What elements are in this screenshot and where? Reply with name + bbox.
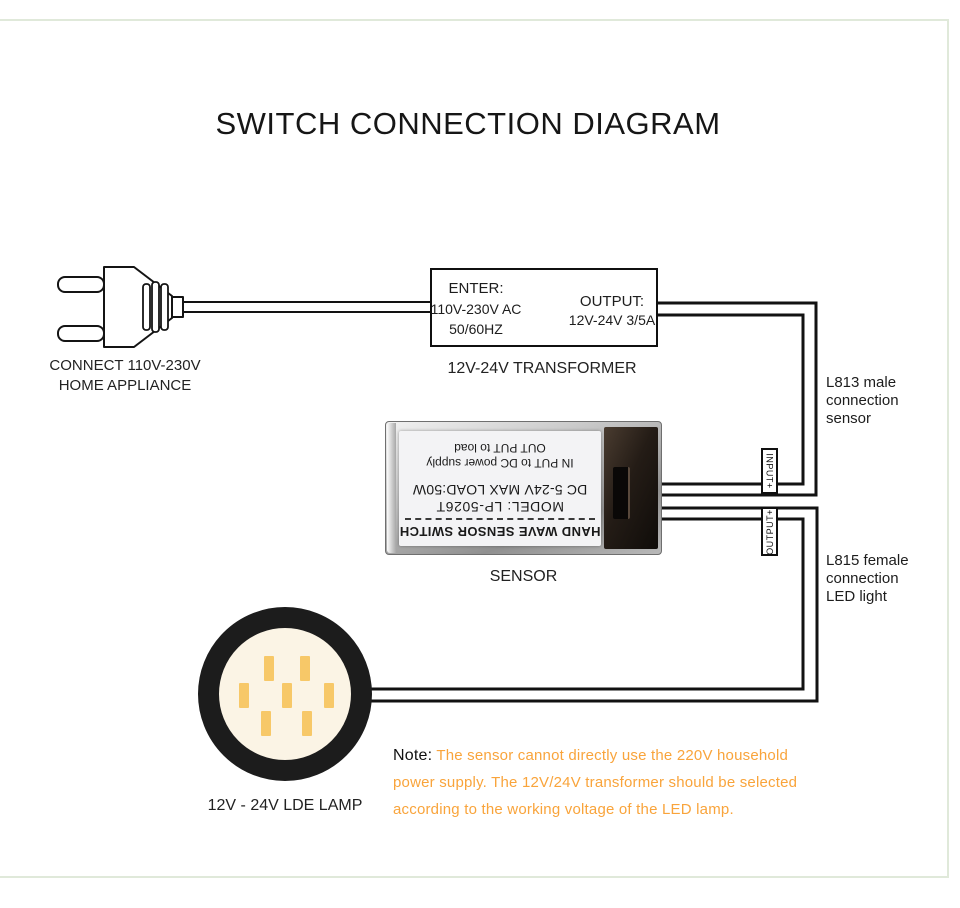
plug-caption: CONNECT 110V-230V HOME APPLIANCE	[40, 356, 210, 396]
transformer-enter-block: ENTER: 110V-230V AC 50/60HZ	[428, 279, 524, 339]
plug-grip-slot	[142, 283, 151, 331]
note-line2-text: power supply. The 12V/24V transformer sh…	[393, 774, 798, 791]
transformer-output-rating: 12V-24V 3/5A	[568, 312, 656, 328]
note-line1-text: The sensor cannot directly use the 220V …	[436, 747, 789, 764]
sensor-label-divider	[405, 518, 595, 520]
led-chip	[324, 683, 334, 708]
sensor-device: HAND WAVE SENSOR SWITCH MODEL: LP-5026T …	[385, 421, 662, 555]
transformer-enter-voltage: 110V-230V AC	[430, 301, 522, 317]
plug-prong-bottom	[57, 325, 105, 342]
note-prefix: Note:	[393, 747, 433, 764]
power-plug-icon	[57, 266, 184, 348]
output-plus-tag: OUTPUT+	[761, 507, 778, 556]
wire-transformer-to-sensor-inner	[652, 313, 805, 486]
output-plus-tag-text: OUTPUT+	[764, 508, 775, 555]
led-chip	[261, 711, 271, 736]
transformer-box: ENTER: 110V-230V AC 50/60HZ OUTPUT: 12V-…	[430, 268, 658, 347]
lamp-caption: 12V - 24V LDE LAMP	[207, 797, 363, 814]
sensor-label-gap	[399, 471, 601, 482]
transformer-caption: 12V-24V TRANSFORMER	[447, 360, 637, 377]
transformer-enter-label: ENTER:	[448, 280, 504, 297]
sensor-caption: SENSOR	[489, 568, 558, 585]
sensor-spec-text: DC 5-24V MAX LOAD:50W	[412, 482, 588, 498]
note-line1: Note: The sensor cannot directly use the…	[393, 742, 853, 769]
transformer-enter-freq: 50/60HZ	[449, 321, 503, 337]
label-female-connection: L815 female connection LED light	[826, 552, 909, 606]
plug-grip-slot	[151, 281, 160, 333]
sensor-output-note: OUT PUT to load	[454, 441, 546, 455]
plug-caption-line1: CONNECT 110V-230V	[49, 357, 201, 374]
plug-grip-slot	[160, 283, 169, 331]
label-female-line3: LED light	[826, 588, 887, 605]
led-chip	[302, 711, 312, 736]
wire-sensor-to-lamp-outer	[371, 506, 819, 703]
sensor-connector-housing	[604, 427, 658, 549]
sensor-end-cap	[387, 423, 396, 553]
sensor-connector-slot	[613, 467, 630, 519]
transformer-output-block: OUTPUT: 12V-24V 3/5A	[560, 292, 664, 330]
led-chip	[239, 683, 249, 708]
label-male-line3: sensor	[826, 410, 872, 427]
label-male-line1: L813 male	[826, 374, 897, 391]
label-male-line2: connection	[826, 392, 899, 409]
label-male-connection: L813 male connection sensor	[826, 374, 899, 428]
wire-transformer-to-sensor-outer	[652, 301, 818, 497]
note-line3-text: according to the working voltage of the …	[393, 801, 734, 818]
led-chip	[264, 656, 274, 681]
page-title: SWITCH CONNECTION DIAGRAM	[215, 106, 721, 141]
plug-prong-top	[57, 276, 105, 293]
led-chip	[282, 683, 292, 708]
led-lamp-icon	[198, 607, 372, 781]
transformer-output-label: OUTPUT:	[579, 293, 645, 310]
label-female-line1: L815 female	[826, 552, 909, 569]
plug-caption-line2: HOME APPLIANCE	[58, 377, 192, 394]
sensor-input-note: IN PUT to DC power supply	[426, 456, 574, 470]
plug-cable-stub	[171, 296, 184, 318]
input-plus-tag: INPUT+	[761, 448, 778, 494]
wire-sensor-to-lamp-inner	[371, 517, 805, 691]
plug-cable	[180, 301, 432, 313]
sensor-product-label: HAND WAVE SENSOR SWITCH MODEL: LP-5026T …	[399, 431, 601, 546]
led-chip	[300, 656, 310, 681]
sensor-brand-text: HAND WAVE SENSOR SWITCH	[399, 524, 601, 539]
note-text: Note: The sensor cannot directly use the…	[393, 742, 853, 823]
input-plus-tag-text: INPUT+	[764, 453, 775, 489]
sensor-model-text: MODEL: LP-5026T	[435, 499, 565, 515]
label-female-line2: connection	[826, 570, 899, 587]
